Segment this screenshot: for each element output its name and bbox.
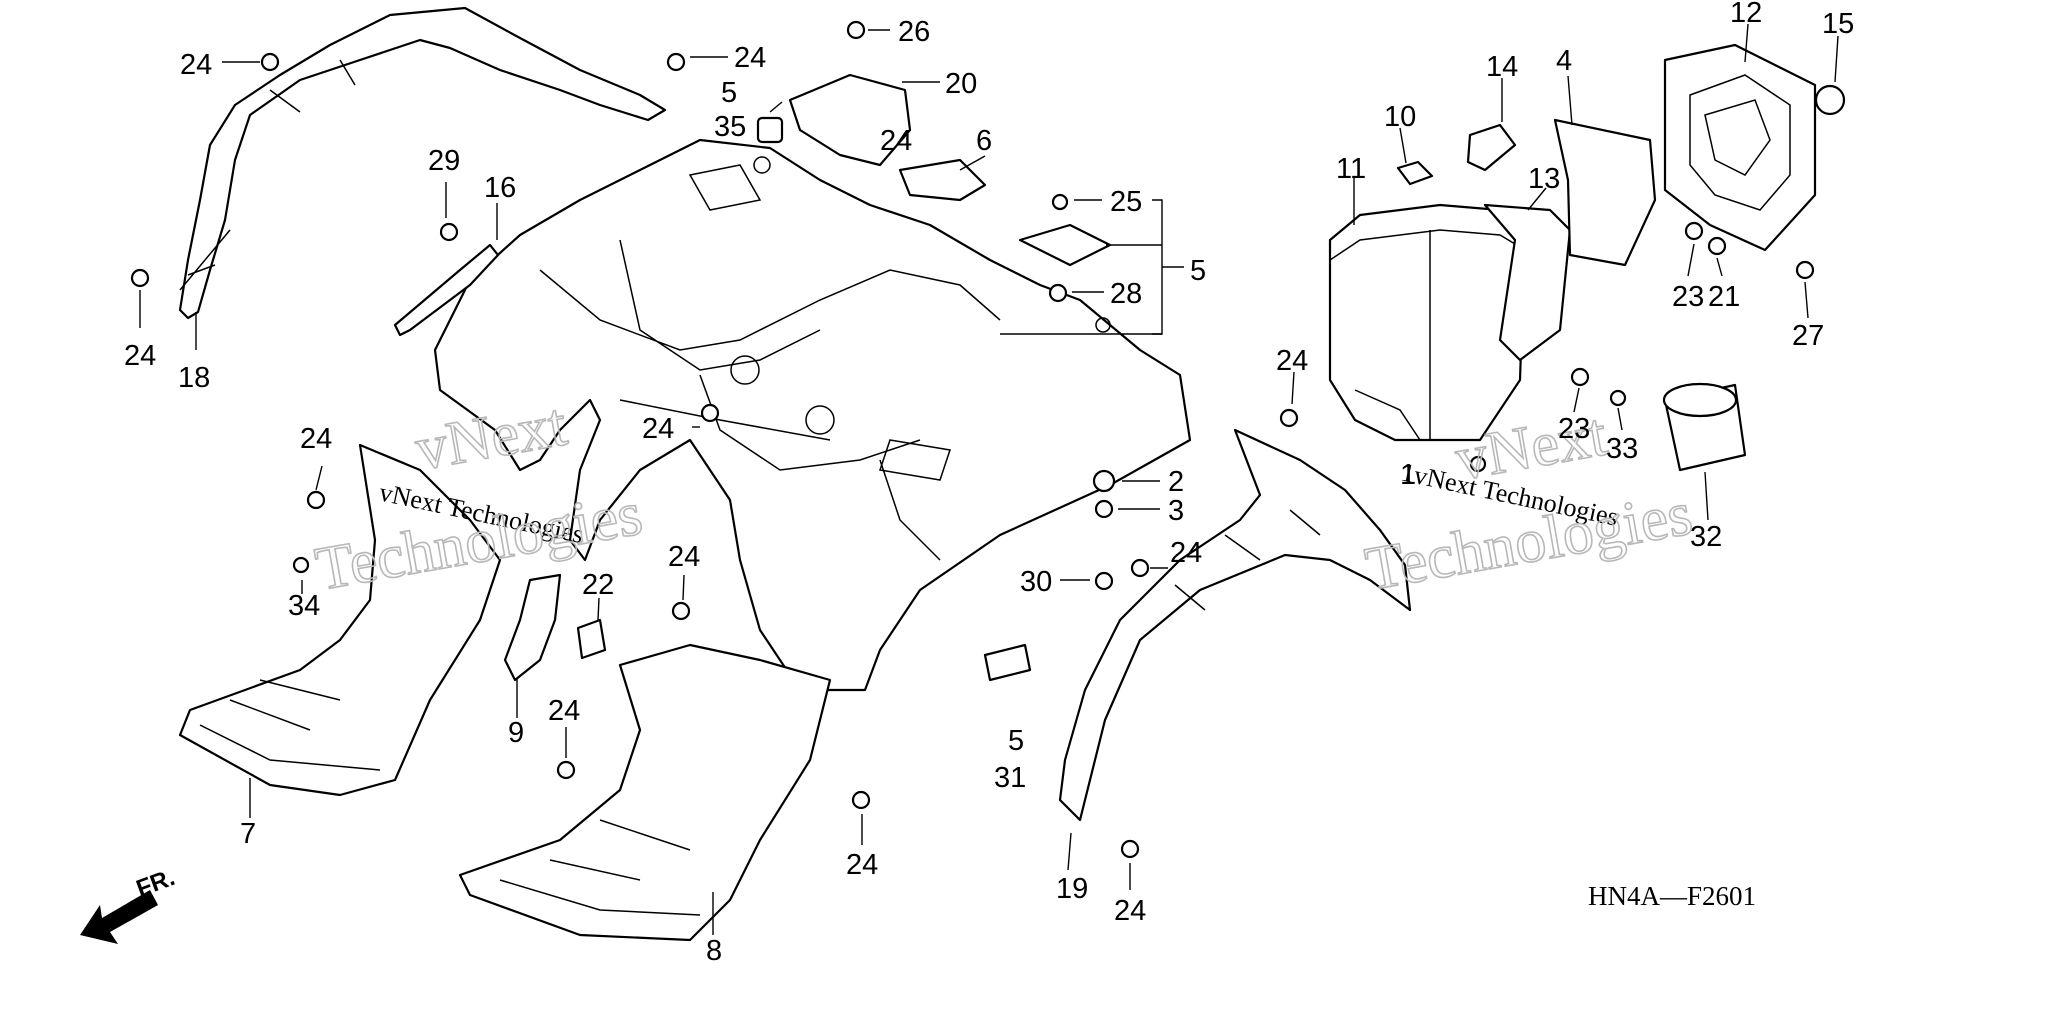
part-callout: 3	[1168, 495, 1184, 527]
part-callout: 24	[124, 340, 156, 372]
battery-box	[1328, 203, 1527, 442]
front-arrow-icon	[80, 890, 158, 944]
part-callout: 16	[484, 172, 516, 204]
part-callout: 22	[582, 569, 614, 601]
part-callout: 10	[1384, 101, 1416, 133]
pad-part-35	[756, 116, 784, 144]
part-callout: 1	[1400, 459, 1416, 491]
leader-lines	[139, 23, 1839, 935]
part-callout: 24	[300, 423, 332, 455]
watermark-text: vNext	[411, 391, 572, 484]
part-callout: 13	[1528, 163, 1560, 195]
part-callout: 31	[994, 762, 1026, 794]
part-callout: 24	[1114, 895, 1146, 927]
part-callout: 29	[428, 145, 460, 177]
part-callout: 7	[240, 818, 256, 850]
footrest-right	[458, 643, 832, 942]
seal-gasket	[1483, 203, 1572, 362]
part-callout: 18	[178, 362, 210, 394]
part-callout: 8	[706, 935, 722, 967]
part-callout: 20	[945, 68, 977, 100]
battery-cover	[1553, 118, 1657, 267]
part-callout: 2	[1168, 466, 1184, 498]
cover-part-20	[788, 73, 912, 167]
pad-part-31	[983, 643, 1032, 682]
part-callout: 4	[1556, 45, 1572, 77]
part-callout: 5	[721, 77, 737, 109]
front-arrow: FR.	[80, 864, 178, 944]
part-callout: 35	[714, 111, 746, 143]
part-callout: 19	[1056, 873, 1088, 905]
part-callout: 26	[898, 16, 930, 48]
part-callout: 6	[976, 125, 992, 157]
part-callout: 28	[1110, 278, 1142, 310]
fender-flap-left	[178, 6, 667, 320]
part-callout: 24	[1276, 345, 1308, 377]
part-callout: 32	[1690, 521, 1722, 553]
part-callout: 24	[734, 42, 766, 74]
footrest-left	[178, 443, 502, 797]
part-callout: 24	[180, 49, 212, 81]
part-callout: 34	[288, 590, 320, 622]
part-callout: 27	[1792, 320, 1824, 352]
part-callout: 24	[548, 695, 580, 727]
cylinder-sleeve	[1662, 382, 1747, 472]
part-callout: 9	[508, 717, 524, 749]
part-callout: 30	[1020, 566, 1052, 598]
part-callout: 14	[1486, 51, 1518, 83]
part-callout: 25	[1110, 186, 1142, 218]
pad-part-10	[1396, 160, 1434, 186]
fasteners	[130, 20, 1815, 859]
part-callout: 15	[1822, 8, 1854, 40]
part-callout: 24	[846, 849, 878, 881]
plate-part-6	[898, 158, 987, 202]
clamp-part-14	[1466, 123, 1517, 172]
part-callout: 23	[1558, 413, 1590, 445]
part-callout: 24	[1170, 537, 1202, 569]
part-callout: 24	[642, 413, 674, 445]
fender-flap-right	[1058, 428, 1412, 822]
part-callout: 12	[1730, 0, 1762, 29]
rear-fender-main	[433, 138, 1192, 692]
part-callout: 24	[668, 541, 700, 573]
part-callout: 24	[880, 125, 912, 157]
part-callout: 33	[1606, 433, 1638, 465]
part-callout: 21	[1708, 281, 1740, 313]
part-callout: 23	[1672, 281, 1704, 313]
grommet-part-22	[576, 618, 607, 660]
callouts: 24 24 24 26 20 5 35 6 29 16 25 5 28 24 1…	[124, 0, 1854, 967]
plate-part-5	[1018, 223, 1112, 267]
stay-bracket	[393, 243, 500, 337]
part-callout: 5	[1190, 255, 1206, 287]
front-label: FR.	[133, 864, 179, 903]
mud-guard	[503, 573, 562, 682]
diagram-code: HN4A—F2601	[1588, 881, 1756, 911]
part-callout: 11	[1336, 153, 1366, 185]
ring-part-15	[1814, 84, 1846, 116]
tail-lamp-housing	[1663, 43, 1817, 252]
part-callout: 5	[1008, 725, 1024, 757]
